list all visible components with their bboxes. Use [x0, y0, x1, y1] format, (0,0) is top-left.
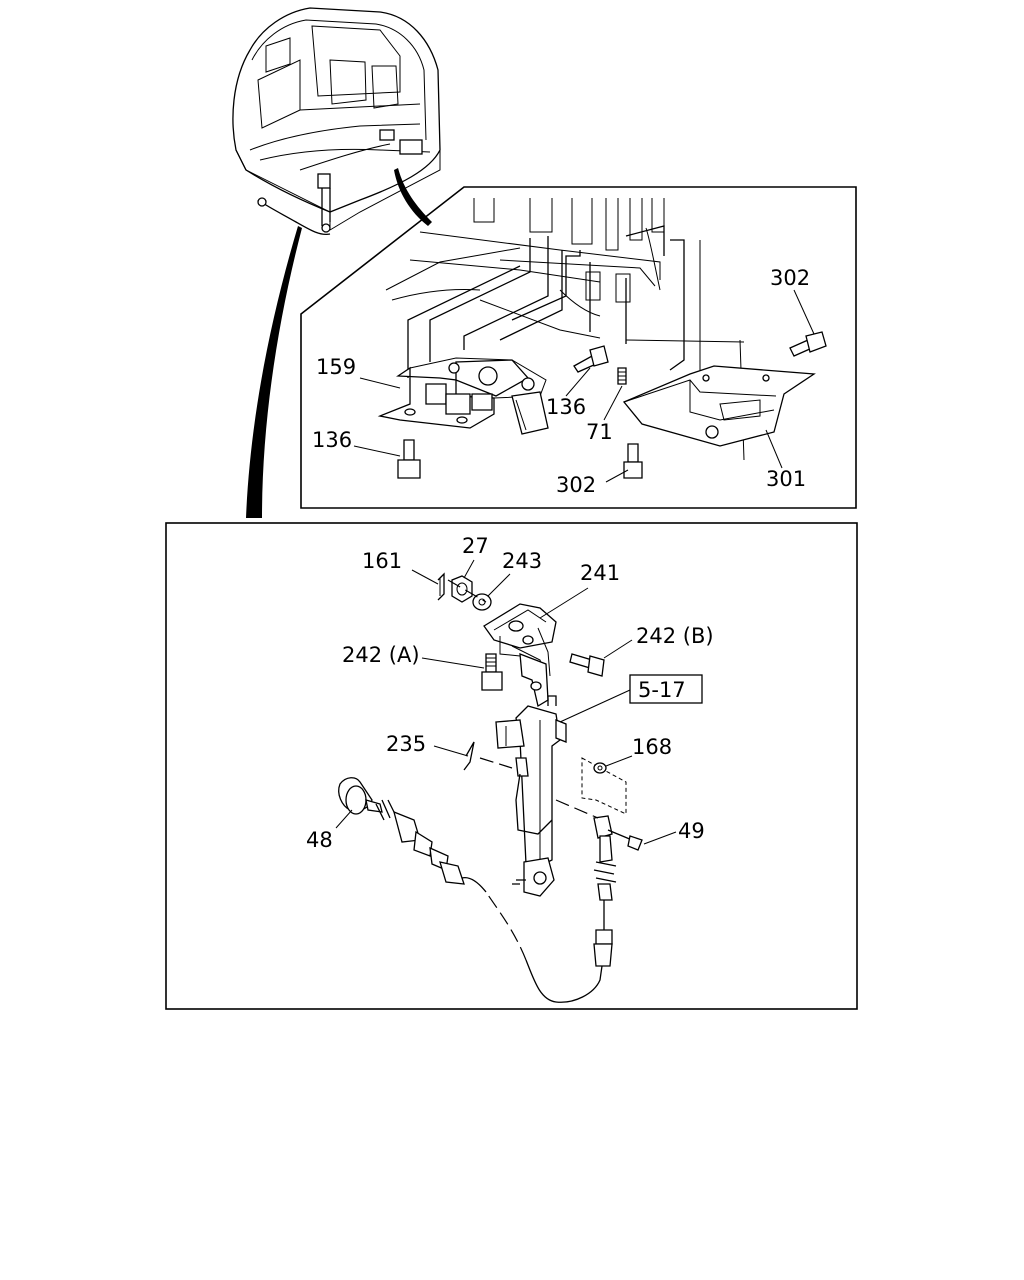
label-242b: 242 (B)	[636, 624, 714, 648]
screw-49	[607, 829, 643, 851]
floor-structure	[385, 198, 745, 461]
label-136-left: 136	[312, 428, 352, 452]
bolt-242a	[481, 653, 503, 691]
label-27: 27	[462, 534, 489, 558]
bracket-168	[581, 757, 627, 815]
label-241: 241	[580, 561, 620, 585]
washer-243	[472, 593, 492, 611]
label-49: 49	[678, 819, 705, 843]
label-235: 235	[386, 732, 426, 756]
bolt-242b	[569, 653, 605, 677]
reference-box-5-17: 5-17	[559, 674, 703, 723]
bolt-136-left	[397, 439, 421, 479]
label-48: 48	[306, 828, 333, 852]
detail-panel-mounting: 302 159 136 71 136 302 301	[300, 186, 857, 509]
label-243: 243	[502, 549, 542, 573]
cable-clevis	[461, 815, 617, 1003]
knob-48	[338, 777, 465, 885]
bolt-302-bottom	[623, 443, 643, 479]
label-301: 301	[766, 467, 806, 491]
reference-box-label: 5-17	[638, 678, 686, 702]
label-168: 168	[632, 735, 672, 759]
label-159: 159	[316, 355, 356, 379]
label-161: 161	[362, 549, 402, 573]
nut-27	[451, 575, 473, 603]
bracket-241	[483, 603, 557, 679]
bolt-136-right	[573, 345, 609, 373]
label-136-right: 136	[546, 395, 586, 419]
pin-161	[437, 572, 445, 601]
label-242a: 242 (A)	[342, 643, 420, 667]
bolt-71	[617, 367, 627, 385]
lever-column	[495, 653, 567, 897]
bolt-302-top	[789, 331, 827, 357]
label-302-top: 302	[770, 266, 810, 290]
detail-panel-lever-assembly: 5-17 161 27 243 241 242 (A) 242 (B) 235 …	[165, 522, 858, 1010]
label-302-bottom: 302	[556, 473, 596, 497]
bracket-301	[622, 365, 816, 447]
clip-235	[463, 741, 475, 771]
label-71: 71	[586, 420, 613, 444]
cab-overview	[232, 7, 441, 518]
bracket-159	[377, 357, 549, 435]
